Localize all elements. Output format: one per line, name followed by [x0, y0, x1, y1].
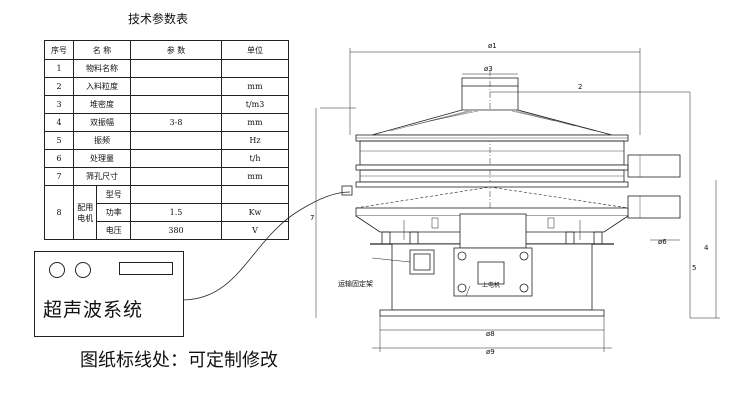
dim-label-7: 7 — [310, 214, 314, 222]
dimension-lines — [315, 48, 720, 352]
dim-label-1: ø1 — [488, 42, 497, 50]
table-row: 电压 380 V — [45, 221, 289, 240]
outlet-lower — [627, 195, 681, 219]
table-row: 1 物料名称 — [44, 59, 289, 78]
motor-row-unit: V — [221, 221, 289, 240]
motor-group-name: 配用电机 — [72, 185, 98, 240]
controller-label: 超声波系统 — [43, 299, 144, 321]
row-unit: mm — [221, 113, 289, 132]
table-row: 2 入料粒度 mm — [44, 77, 289, 96]
dim-label-9: ø9 — [486, 348, 495, 356]
dim-label-5: 5 — [692, 264, 696, 272]
row-unit: Hz — [221, 131, 289, 150]
table-row: 8 配用电机 型号 — [44, 185, 289, 240]
transducer-box — [341, 185, 353, 196]
motor-plate-label: 上电机 — [482, 281, 500, 289]
dim-label-4: 4 — [704, 244, 709, 252]
cover-cone — [371, 109, 613, 136]
dim-label-3: ø3 — [484, 65, 493, 73]
dim-label-8: ø8 — [486, 330, 495, 338]
ultrasonic-cable — [181, 191, 351, 301]
transport-bracket-label: 运输固定架 — [338, 279, 373, 288]
controller-display — [119, 262, 173, 275]
controller-knob-icon — [49, 262, 65, 278]
sieve-frame-upper — [359, 140, 625, 166]
dim-label-2: 2 — [578, 83, 582, 91]
base-foot — [379, 309, 605, 317]
parameters-table: 序号 名 称 参 数 单位 1 物料名称 2 入料粒度 mm 3 堆密度 t/m… — [44, 40, 289, 240]
motor-housing — [459, 213, 527, 249]
controller-knob-icon — [75, 262, 91, 278]
table-row: 7 筛孔尺寸 mm — [44, 167, 289, 186]
outlet-upper — [627, 154, 681, 178]
footer-note: 图纸标线处：可定制修改 — [80, 350, 278, 371]
motor-group-name-text: 配用电机 — [77, 202, 94, 223]
ultrasonic-controller: 超声波系统 — [34, 251, 184, 337]
dim-label-6: ø6 — [658, 238, 667, 246]
table-title: 技术参数表 — [128, 12, 189, 26]
motor-row-name: 电压 — [96, 221, 131, 240]
motor-row-value: 380 — [130, 221, 222, 240]
